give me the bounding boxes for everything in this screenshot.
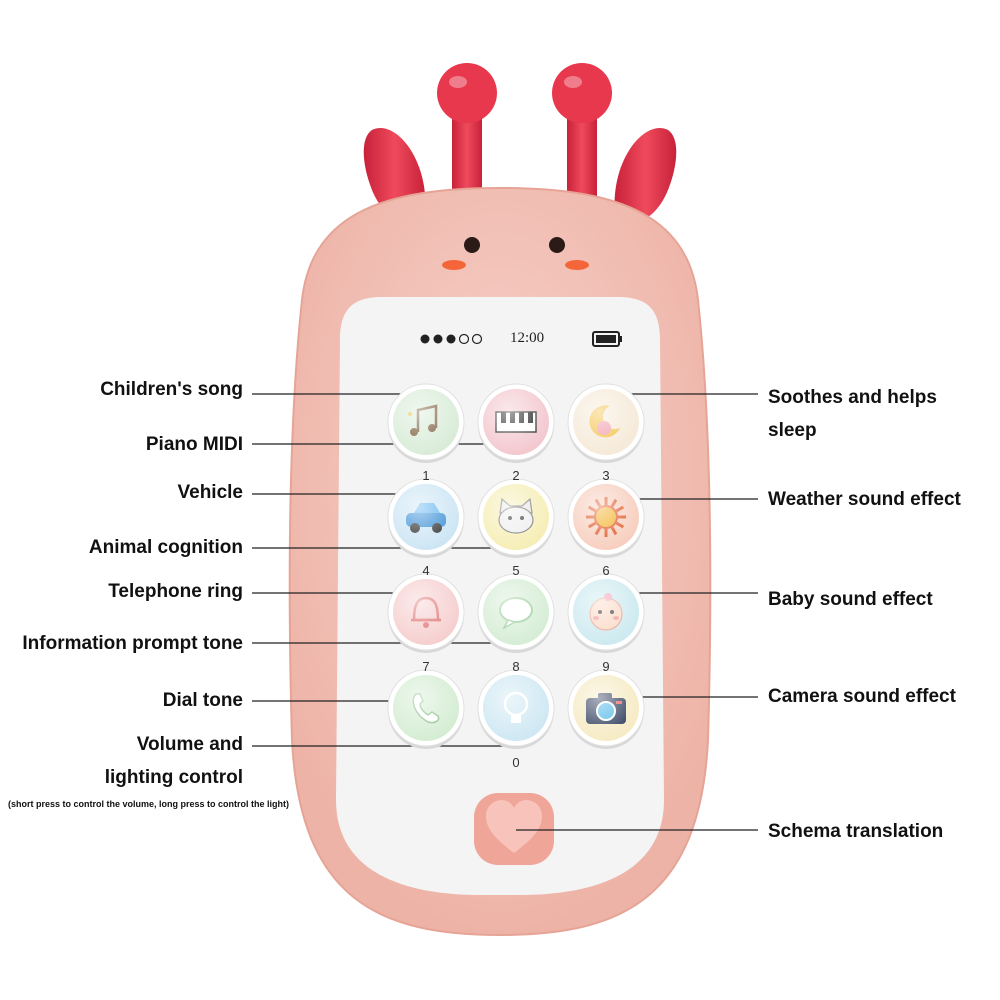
callout-left-6: Information prompt tone — [22, 633, 243, 654]
heart-icon — [486, 800, 542, 853]
callout-right-4: Camera sound effect — [768, 686, 956, 707]
key-digit: 9 — [602, 659, 610, 674]
callout-left-5: Telephone ring — [108, 581, 243, 602]
key-3 — [567, 383, 645, 463]
callout-right-2: Weather sound effect — [768, 489, 961, 510]
left-antenna-ball — [437, 63, 497, 123]
key-digit: 1 — [422, 468, 430, 483]
key-7 — [387, 573, 465, 653]
key-9 — [567, 573, 645, 653]
volume-note: (short press to control the volume, long… — [8, 799, 290, 809]
key-digit: 2 — [512, 468, 520, 483]
key-digit: 8 — [512, 659, 520, 674]
callout-left-3: Vehicle — [177, 482, 244, 503]
callout-right-3: Baby sound effect — [768, 589, 933, 610]
right-eye — [549, 237, 565, 253]
left-eye — [464, 237, 480, 253]
key-5 — [477, 478, 555, 558]
battery-icon — [592, 331, 622, 347]
key-12 — [567, 669, 645, 749]
right-antenna-ball — [552, 63, 612, 123]
keypad — [387, 383, 645, 749]
callout-left-1: Children's song — [100, 379, 243, 400]
callout-right-5: Schema translation — [768, 821, 944, 842]
clock-time: 12:00 — [510, 330, 545, 346]
key-11 — [477, 669, 555, 749]
key-4 — [387, 478, 465, 558]
key-2 — [477, 383, 555, 463]
key-digit: 0 — [512, 755, 520, 770]
callout-left-4: Animal cognition — [88, 537, 243, 558]
key-8 — [477, 573, 555, 653]
key-6 — [567, 478, 645, 558]
key-10 — [387, 669, 465, 749]
key-digit: 3 — [602, 468, 610, 483]
key-digit: 5 — [512, 563, 520, 578]
callout-lines — [252, 393, 758, 831]
right-cheek — [565, 260, 589, 270]
key-digit: 4 — [422, 563, 430, 578]
key-digit: 7 — [422, 659, 430, 674]
callout-left-2: Piano MIDI — [145, 434, 243, 455]
left-cheek — [442, 260, 466, 270]
right-ear — [614, 127, 677, 223]
key-1 — [387, 383, 465, 463]
callout-left-7: Dial tone — [162, 690, 243, 711]
key-digit: 6 — [602, 563, 610, 578]
signal-dots — [420, 333, 483, 345]
